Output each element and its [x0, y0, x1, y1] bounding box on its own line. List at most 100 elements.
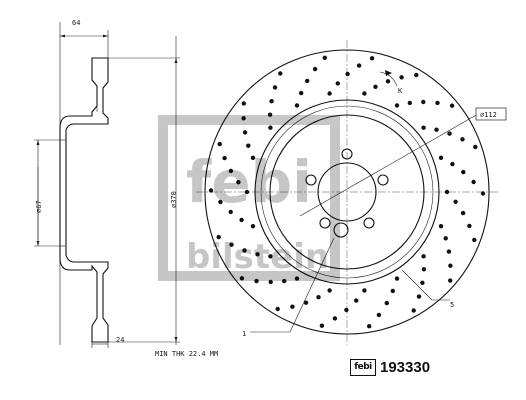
- drilled-hole: [222, 155, 227, 161]
- bore-diameter-label: ⌀67: [35, 200, 43, 213]
- watermark-wordmark: bilstein: [186, 237, 329, 277]
- drilled-hole: [216, 234, 221, 240]
- min-thickness-note: MIN THK 22.4 MM: [155, 350, 218, 358]
- cross-drill-pattern: [208, 55, 486, 329]
- drilled-hole: [434, 127, 439, 132]
- locating-hole: [333, 222, 349, 238]
- drilled-hole: [217, 141, 222, 147]
- bolt-circle-leader: [299, 113, 479, 217]
- drilled-hole: [435, 100, 440, 106]
- drilled-hole: [473, 144, 478, 150]
- drilled-hole: [268, 254, 273, 259]
- drilled-hole: [327, 91, 332, 96]
- drilled-hole: [267, 112, 273, 117]
- drilled-hole: [421, 267, 427, 272]
- drilled-hole: [354, 298, 359, 303]
- drilled-hole: [322, 55, 327, 60]
- drilled-hole: [467, 223, 472, 229]
- bolt-hole: [341, 148, 353, 160]
- drilled-hole: [438, 224, 444, 229]
- drilled-hole: [241, 101, 246, 106]
- drilled-hole: [444, 189, 450, 195]
- drilled-hole: [242, 130, 248, 135]
- drilled-hole: [471, 179, 476, 185]
- drilled-hole: [399, 75, 404, 80]
- drilled-hole: [394, 103, 400, 108]
- callout-five-leader: [401, 269, 433, 301]
- drilled-hole: [356, 63, 362, 68]
- drilled-hole: [411, 308, 416, 313]
- brand-logo: febi: [350, 359, 376, 376]
- drilled-hole: [208, 188, 214, 193]
- drilled-hole: [272, 85, 278, 90]
- drilled-hole: [244, 189, 250, 195]
- drilled-hole: [268, 125, 273, 130]
- bolt-hole: [305, 174, 317, 186]
- drilled-hole: [218, 199, 223, 205]
- drilled-hole: [421, 125, 426, 130]
- drilled-hole: [268, 279, 273, 285]
- drilled-hole: [250, 155, 256, 160]
- drilled-hole: [384, 300, 389, 306]
- drilled-hole: [453, 199, 458, 204]
- drilled-hole: [305, 78, 310, 84]
- rotation-arrow: [379, 71, 398, 87]
- drilled-hole: [390, 288, 395, 294]
- drilled-hole: [229, 242, 234, 247]
- drilled-hole: [460, 210, 466, 216]
- drilled-hole: [316, 295, 321, 300]
- drilled-hole: [255, 252, 260, 257]
- side-section-view: 64 ⌀67 ⌀370 24: [34, 19, 218, 358]
- drilled-hole: [299, 90, 304, 96]
- drilled-hole: [376, 312, 382, 318]
- drilled-hole: [327, 288, 332, 293]
- hub-width-label: 64: [72, 19, 80, 27]
- drilled-hole: [294, 276, 300, 281]
- drilled-hole: [239, 276, 245, 281]
- drilled-hole: [246, 143, 251, 148]
- disc-section-outline: [59, 57, 109, 343]
- drilled-hole: [447, 131, 452, 136]
- hub-step-ring: [260, 105, 434, 279]
- brand-watermark: febi bilstein: [158, 115, 340, 281]
- bolt-hole: [363, 217, 375, 229]
- drilled-hole: [407, 100, 412, 106]
- drilled-hole: [373, 84, 378, 90]
- drilled-hole: [414, 72, 419, 78]
- drilled-hole: [228, 168, 234, 174]
- drilled-hole: [241, 116, 246, 121]
- drilled-hole: [312, 66, 318, 72]
- drilled-hole: [254, 278, 259, 284]
- drilled-hole: [239, 217, 244, 223]
- brand-badge: febi 193330: [350, 359, 430, 376]
- drilled-hole: [236, 180, 241, 185]
- disc-diameter-label: ⌀370: [170, 191, 178, 208]
- drilled-hole: [480, 191, 486, 196]
- disc-thickness-label: 24: [116, 336, 124, 344]
- drilled-hole: [421, 254, 426, 259]
- friction-ring-inner-edge: [254, 99, 440, 285]
- drilled-hole: [345, 71, 350, 77]
- drilled-hole: [472, 237, 477, 243]
- disc-outer-edge: [204, 49, 490, 335]
- article-number: 193330: [380, 359, 431, 376]
- drilled-hole: [344, 307, 349, 313]
- drilled-hole: [448, 263, 453, 268]
- bolt-hole: [377, 174, 389, 186]
- drilled-hole: [282, 278, 287, 284]
- drilled-hole: [362, 288, 367, 293]
- front-view: ⌀112 K 1 5: [196, 40, 507, 345]
- watermark-frame: [158, 115, 340, 281]
- watermark-logo-text: febi: [186, 148, 312, 216]
- callout-five: 5: [450, 301, 454, 309]
- callout-one: 1: [242, 330, 246, 338]
- bolt-circle-label-box: [475, 107, 507, 121]
- drilled-hole: [420, 280, 425, 285]
- drilled-hole: [438, 155, 444, 160]
- centre-bore: [317, 162, 377, 222]
- drilled-hole: [367, 324, 372, 329]
- drilled-hole: [394, 276, 400, 281]
- drilled-hole: [228, 209, 233, 215]
